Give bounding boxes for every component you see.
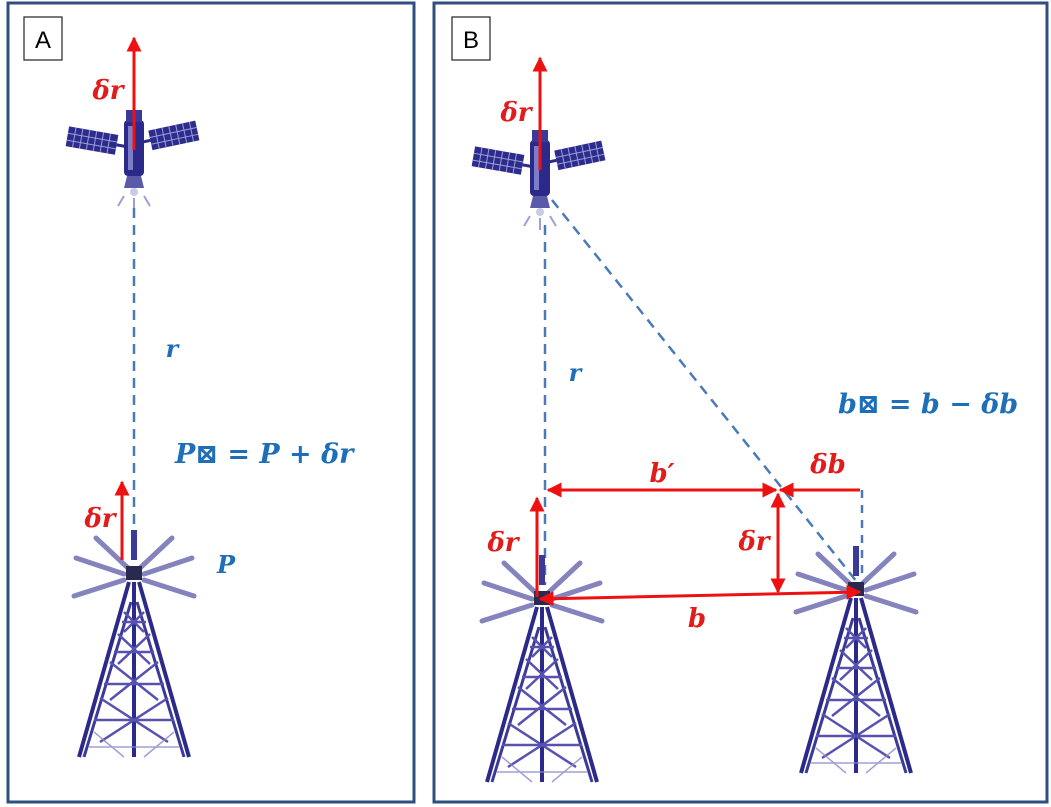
- panel-a-letter-box: [23, 16, 63, 61]
- slant-range-line: [551, 199, 858, 583]
- range-label-b: r: [569, 358, 584, 387]
- delta-r-label-satellite-a: δr: [91, 76, 125, 106]
- panel-a-letter: A: [35, 27, 51, 54]
- panel-a-frame: [6, 1, 416, 804]
- b-arrow: [538, 584, 862, 607]
- delta-r-label-mid: δr: [737, 527, 771, 557]
- panel-b-letter-box: [451, 16, 491, 61]
- panel-b-letter: B: [463, 27, 479, 54]
- delta-r-label-tower-b: δr: [486, 528, 520, 558]
- delta-r-label-tower-a: δr: [83, 504, 117, 534]
- position-label-p: P: [216, 550, 236, 579]
- baseline-equation-b: b⊠ = b − δb: [838, 389, 1018, 420]
- b-prime-label: b′: [649, 459, 674, 489]
- b-label: b: [688, 604, 706, 634]
- delta-r-label-satellite-b: δr: [499, 98, 533, 128]
- delta-b-label: δb: [809, 450, 846, 480]
- position-equation-a: P⊠ = P + δr: [174, 439, 355, 470]
- range-label-a: r: [166, 334, 181, 363]
